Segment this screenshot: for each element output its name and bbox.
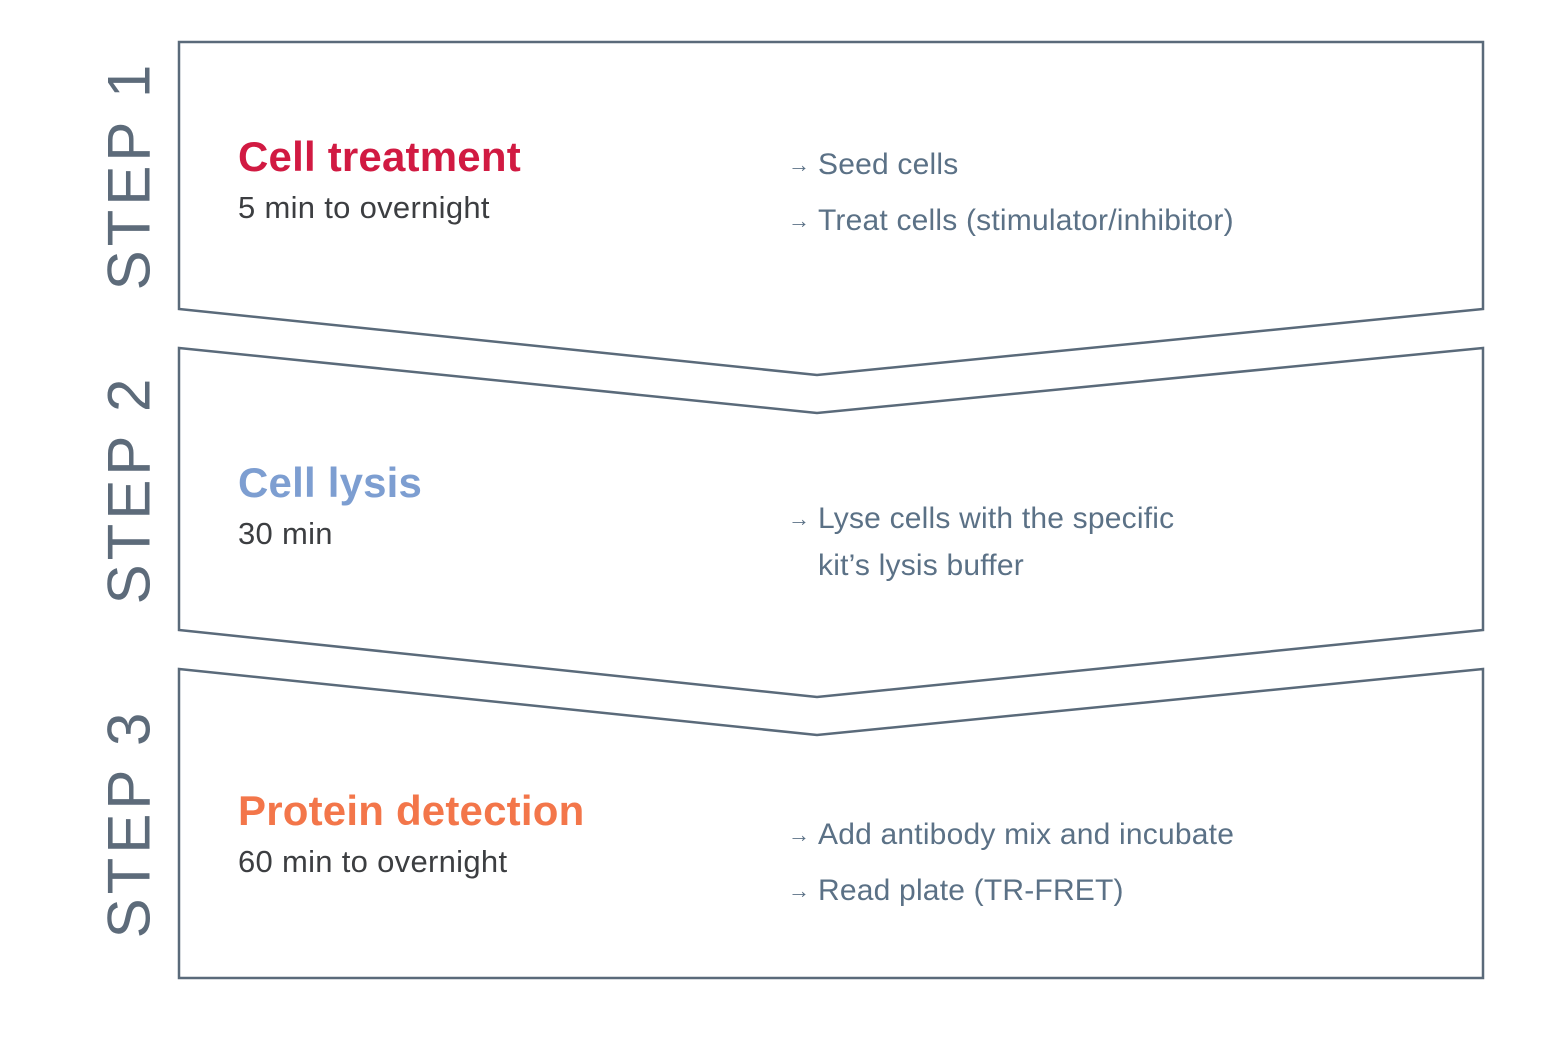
step-3-box-outline (177, 667, 1485, 980)
step-3-bullets: → Add antibody mix and incubate → Read p… (788, 812, 1488, 923)
step-3-label-wrap: STEP 3 (88, 669, 170, 978)
step-2-label-wrap: STEP 2 (88, 348, 170, 630)
bullet-text: Lyse cells with the specific kit’s lysis… (818, 502, 1175, 582)
step-3-title: Protein detection (238, 787, 585, 834)
step-3-label: STEP 3 (95, 708, 163, 939)
bullet-text: Read plate (TR-FRET) (818, 873, 1124, 907)
step-2-bullets: → Lyse cells with the specific kit’s lys… (788, 496, 1488, 598)
list-item: → Add antibody mix and incubate (788, 812, 1488, 859)
list-item: → Read plate (TR-FRET) (788, 868, 1488, 915)
arrow-right-icon: → (788, 877, 810, 903)
step-1-info: Cell treatment 5 min to overnight (238, 133, 778, 226)
arrow-right-icon: → (788, 822, 810, 847)
list-item: → Lyse cells with the specific kit’s lys… (788, 496, 1488, 589)
arrow-right-icon: → (788, 506, 810, 531)
step-3-duration: 60 min to overnight (238, 844, 508, 880)
list-item: → Treat cells (stimulator/inhibitor) (788, 198, 1488, 245)
step-3-info: Protein detection 60 min to overnight (238, 787, 778, 880)
list-item: → Seed cells (788, 142, 1488, 189)
bullet-text: Seed cells (818, 148, 959, 181)
step-2-title: Cell lysis (238, 459, 423, 506)
step-2-label: STEP 2 (95, 374, 163, 604)
step-2-info: Cell lysis 30 min (238, 459, 778, 552)
step-1-box-outline (177, 40, 1485, 377)
arrow-right-icon: → (788, 207, 810, 233)
step-1-label: STEP 1 (95, 60, 163, 291)
bullet-text: Add antibody mix and incubate (818, 818, 1235, 851)
step-2-duration: 30 min (238, 516, 333, 552)
step-1-label-wrap: STEP 1 (88, 42, 170, 309)
step-2-box-outline (177, 346, 1485, 699)
step-1-duration: 5 min to overnight (238, 190, 490, 226)
arrow-right-icon: → (788, 152, 810, 177)
step-1-title: Cell treatment (238, 133, 521, 180)
step-1-bullets: → Seed cells → Treat cells (stimulator/i… (788, 142, 1488, 253)
bullet-text: Treat cells (stimulator/inhibitor) (818, 203, 1234, 237)
